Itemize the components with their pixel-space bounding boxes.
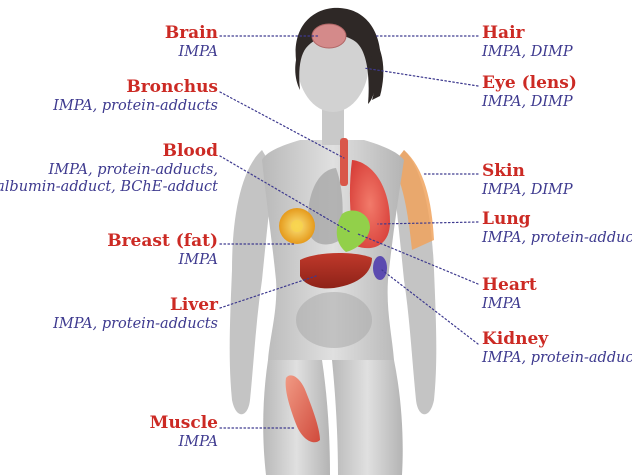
liver-name: Liver bbox=[53, 296, 218, 316]
kidney-name: Kidney bbox=[482, 330, 632, 350]
hair-name: Hair bbox=[482, 24, 573, 44]
intestines bbox=[296, 292, 372, 348]
label-brain: Brain IMPA bbox=[165, 24, 218, 61]
heart-compounds: IMPA bbox=[482, 296, 537, 313]
lung-name: Lung bbox=[482, 210, 632, 230]
label-kidney: Kidney IMPA, protein-adducts bbox=[482, 330, 632, 367]
label-bronchus: Bronchus IMPA, protein-adducts bbox=[53, 78, 218, 115]
breast-fat-compounds: IMPA bbox=[107, 252, 218, 269]
muscle-compounds: IMPA bbox=[150, 434, 218, 451]
blood-name: Blood bbox=[0, 142, 218, 162]
liver-compounds: IMPA, protein-adducts bbox=[53, 316, 218, 333]
skin-name: Skin bbox=[482, 162, 573, 182]
label-lung: Lung IMPA, protein-adducts bbox=[482, 210, 632, 247]
breast-fat-name: Breast (fat) bbox=[107, 232, 218, 252]
eye-lens-name: Eye (lens) bbox=[482, 74, 577, 94]
muscle-name: Muscle bbox=[150, 414, 218, 434]
bronchus-compounds: IMPA, protein-adducts bbox=[53, 98, 218, 115]
brain-compounds: IMPA bbox=[165, 44, 218, 61]
legs bbox=[263, 360, 403, 475]
blood-compounds-line1: IMPA, protein-adducts, bbox=[0, 162, 218, 179]
hair-compounds: IMPA, DIMP bbox=[482, 44, 573, 61]
label-blood: Blood IMPA, protein-adducts, albumin-add… bbox=[0, 142, 218, 196]
label-skin: Skin IMPA, DIMP bbox=[482, 162, 573, 199]
label-muscle: Muscle IMPA bbox=[150, 414, 218, 451]
head bbox=[295, 8, 383, 112]
label-eye-lens: Eye (lens) IMPA, DIMP bbox=[482, 74, 577, 111]
lung-compounds: IMPA, protein-adducts bbox=[482, 230, 632, 247]
brain-name: Brain bbox=[165, 24, 218, 44]
eye-lens-compounds: IMPA, DIMP bbox=[482, 94, 577, 111]
kidney-organ bbox=[373, 256, 387, 280]
bronchus-name: Bronchus bbox=[53, 78, 218, 98]
heart-name: Heart bbox=[482, 276, 537, 296]
trachea-organ bbox=[340, 138, 348, 186]
kidney-compounds: IMPA, protein-adducts bbox=[482, 350, 632, 367]
label-hair: Hair IMPA, DIMP bbox=[482, 24, 573, 61]
blood-compounds-line2: albumin-adduct, BChE-adduct bbox=[0, 179, 218, 196]
label-breast-fat: Breast (fat) IMPA bbox=[107, 232, 218, 269]
label-liver: Liver IMPA, protein-adducts bbox=[53, 296, 218, 333]
label-heart: Heart IMPA bbox=[482, 276, 537, 313]
skin-compounds: IMPA, DIMP bbox=[482, 182, 573, 199]
